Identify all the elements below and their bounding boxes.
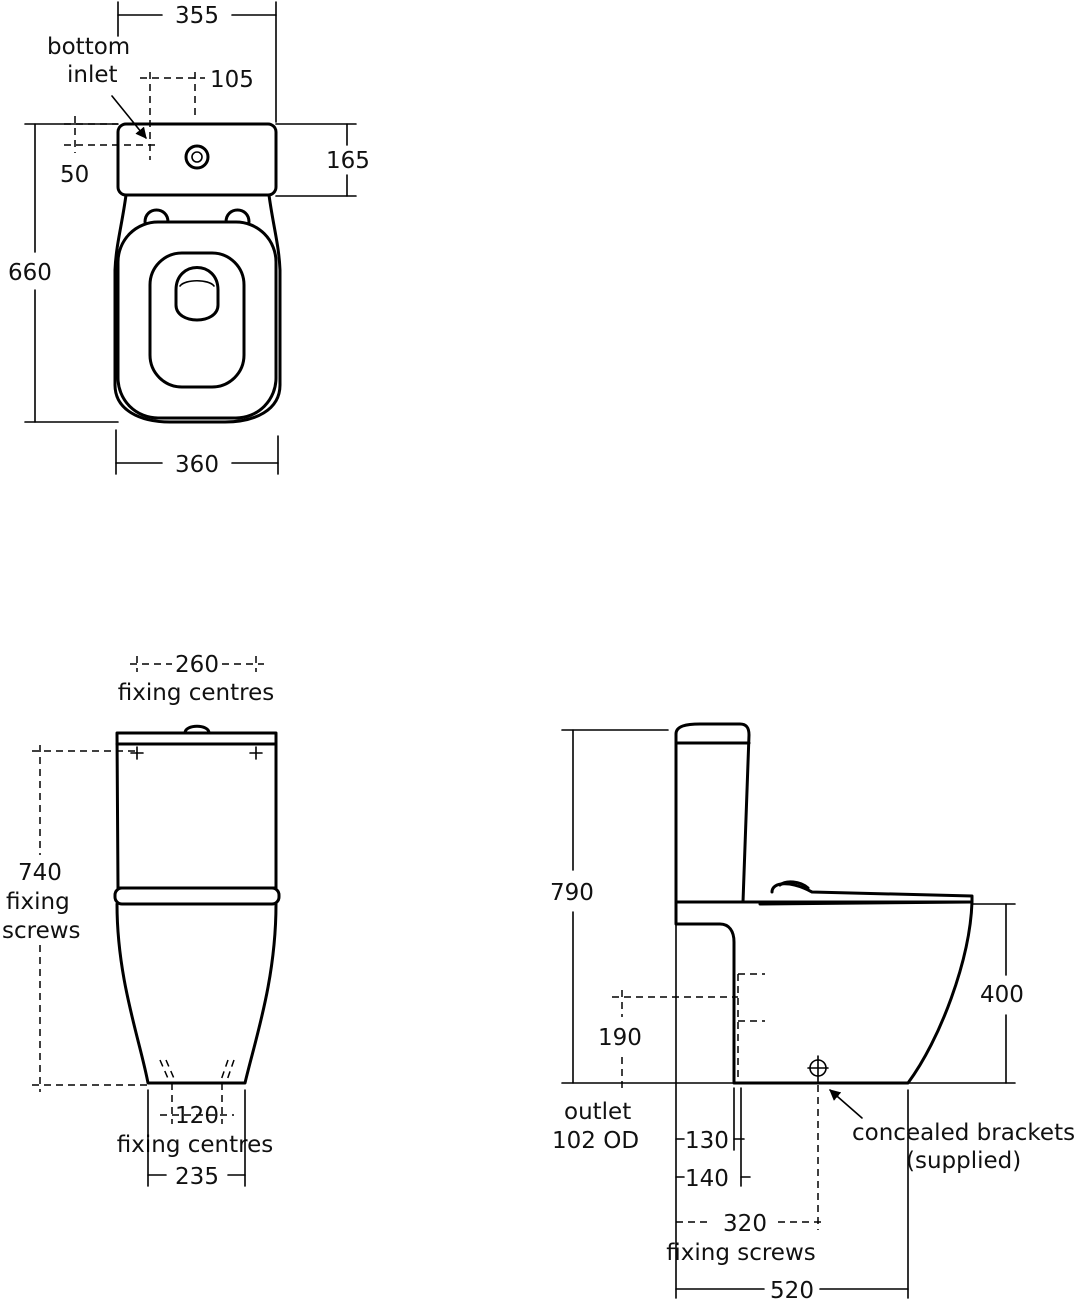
front-view: 260 fixing centres 740 fixing screws 120… xyxy=(2,652,281,1190)
dim-base-width: 235 xyxy=(175,1164,219,1190)
bottom-inlet-label: bottom xyxy=(47,34,130,60)
dim-overall-length: 520 xyxy=(770,1278,814,1304)
plan-pan-outline xyxy=(113,193,282,424)
inlet-pointer-arrow xyxy=(111,95,147,139)
brackets-supplied-label: (supplied) xyxy=(906,1148,1021,1174)
seat-hinge-right xyxy=(224,208,251,224)
bracket-pointer-arrow xyxy=(829,1089,863,1119)
plan-cistern xyxy=(116,122,278,197)
brackets-label: concealed brackets xyxy=(852,1120,1075,1146)
dim-overall-depth: 660 xyxy=(8,260,52,286)
height-fixing-label-2: screws xyxy=(2,918,81,944)
dim-outlet-140: 140 xyxy=(685,1166,729,1192)
dim-height-fixing: 740 xyxy=(18,860,62,886)
dim-outlet-130: 130 xyxy=(685,1128,729,1154)
seat-hinge-left xyxy=(143,208,170,224)
fixing-screws-label: fixing screws xyxy=(666,1240,816,1266)
front-pan xyxy=(115,902,278,1085)
cistern-button-icon xyxy=(184,144,210,170)
side-seat xyxy=(758,882,974,906)
plan-seat xyxy=(116,220,278,420)
outlet-size-label: 102 OD xyxy=(552,1128,639,1154)
height-fixing-label: fixing xyxy=(6,889,70,915)
dim-top-fixing: 260 xyxy=(175,652,219,678)
plan-seat-opening xyxy=(148,251,246,389)
dim-rim-height: 400 xyxy=(980,982,1024,1008)
side-view: 790 190 400 outlet 102 OD 130 140 concea… xyxy=(550,722,1075,1304)
front-cistern xyxy=(115,731,278,890)
dim-overall-height: 790 xyxy=(550,880,594,906)
plan-view: 355 bottom inlet 105 50 165 660 360 xyxy=(8,1,370,478)
dim-bowl-width: 360 xyxy=(175,452,219,478)
bottom-inlet-label-2: inlet xyxy=(67,62,118,88)
dim-inlet-x: 105 xyxy=(210,67,254,93)
dim-inlet-y: 50 xyxy=(60,162,89,188)
bottom-fixing-label: fixing centres xyxy=(117,1132,273,1158)
dim-cistern-depth: 165 xyxy=(326,148,370,174)
plan-bowl-recess xyxy=(174,266,220,322)
dim-outlet-height: 190 xyxy=(598,1025,642,1051)
side-pan xyxy=(674,900,974,1085)
dim-width-top: 355 xyxy=(175,3,219,29)
outlet-label: outlet xyxy=(564,1099,631,1125)
side-cistern xyxy=(674,722,751,904)
dim-fixing-320: 320 xyxy=(723,1211,767,1237)
dim-bottom-fixing: 120 xyxy=(175,1103,219,1129)
top-fixing-label: fixing centres xyxy=(118,680,274,706)
front-seat xyxy=(113,886,281,906)
